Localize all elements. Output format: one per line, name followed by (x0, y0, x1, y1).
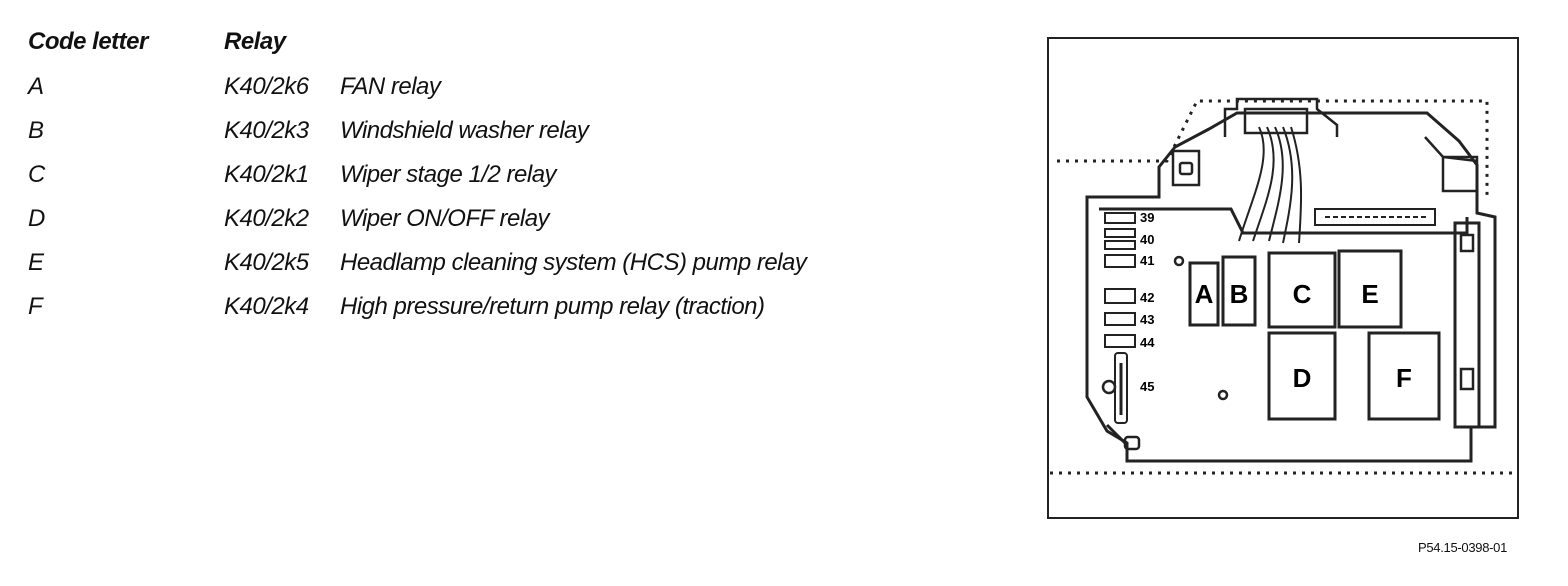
relay-C: C (1267, 251, 1337, 329)
row-d-component: K40/2k2 (224, 205, 309, 232)
relay-box-diagram: A B C E D F 39 40 41 42 43 44 45 (1050, 97, 1513, 475)
svg-text:39: 39 (1140, 210, 1154, 225)
svg-text:A: A (1195, 279, 1214, 309)
row-c-component: K40/2k1 (224, 161, 309, 188)
relay-B: B (1221, 255, 1257, 327)
relay-legend-table: Code letter Relay A K40/2k6 FAN relay B … (0, 0, 900, 360)
mounting-holes (1101, 233, 1475, 451)
svg-text:C: C (1293, 279, 1312, 309)
svg-text:44: 44 (1140, 335, 1155, 350)
row-c-code: C (28, 161, 45, 188)
wire-harness (1238, 126, 1303, 244)
relay-D: D (1267, 331, 1337, 421)
relay-A: A (1188, 261, 1220, 327)
svg-text:F: F (1396, 363, 1412, 393)
row-d-description: Wiper ON/OFF relay (340, 205, 550, 232)
row-a-description: FAN relay (340, 73, 441, 100)
row-d-code: D (28, 205, 45, 232)
fuse-labels: 39 40 41 42 43 44 45 (1140, 210, 1155, 394)
row-e-code: E (28, 249, 44, 276)
dotted-reference-lines (1050, 99, 1513, 475)
svg-text:42: 42 (1140, 290, 1154, 305)
row-c-description: Wiper stage 1/2 relay (340, 161, 557, 188)
svg-text:40: 40 (1140, 232, 1154, 247)
row-b-code: B (28, 117, 44, 144)
svg-text:43: 43 (1140, 312, 1154, 327)
header-relay: Relay (224, 28, 286, 55)
row-f-code: F (28, 293, 43, 320)
svg-text:D: D (1293, 363, 1312, 393)
svg-text:E: E (1361, 279, 1378, 309)
row-e-component: K40/2k5 (224, 249, 309, 276)
svg-text:41: 41 (1140, 253, 1154, 268)
row-f-description: High pressure/return pump relay (tractio… (340, 293, 765, 320)
relay-E: E (1337, 249, 1403, 329)
relay-F: F (1367, 331, 1441, 421)
upper-connector (1171, 97, 1479, 193)
row-a-component: K40/2k6 (224, 73, 309, 100)
svg-text:B: B (1230, 279, 1249, 309)
row-f-component: K40/2k4 (224, 293, 309, 320)
row-a-code: A (28, 73, 44, 100)
svg-text:45: 45 (1140, 379, 1154, 394)
fuse-strip (1104, 212, 1136, 424)
row-b-component: K40/2k3 (224, 117, 309, 144)
connector-strip (1314, 208, 1436, 226)
row-b-description: Windshield washer relay (340, 117, 589, 144)
row-e-description: Headlamp cleaning system (HCS) pump rela… (340, 249, 807, 276)
diagram-frame (1047, 37, 1519, 519)
figure-reference: P54.15-0398-01 (1418, 540, 1508, 555)
header-code-letter: Code letter (28, 28, 148, 55)
